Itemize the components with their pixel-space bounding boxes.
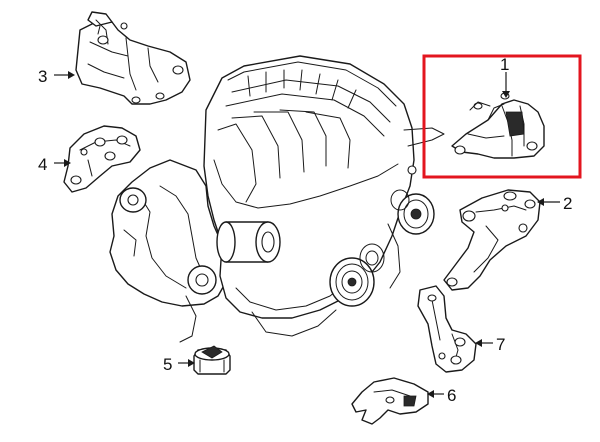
mount-part-6	[351, 377, 429, 425]
mount-part-2	[443, 189, 541, 291]
engine-block	[203, 55, 415, 319]
engine-assembly	[109, 55, 445, 343]
callout-7: 7	[496, 335, 505, 354]
mount-part-1	[451, 92, 545, 159]
callout-5: 5	[163, 355, 172, 374]
callout-6: 6	[447, 386, 456, 405]
callout-labels: 1 2 3 4 5 6 7	[38, 55, 572, 405]
callout-leaders	[54, 71, 560, 398]
mount-part-7	[417, 285, 477, 373]
mount-part-5	[193, 345, 231, 375]
mount-part-3	[75, 11, 191, 105]
callout-4: 4	[38, 155, 47, 174]
highlight-box	[422, 54, 582, 179]
callout-1: 1	[500, 55, 509, 74]
mount-part-4	[63, 125, 141, 193]
callout-2: 2	[563, 194, 572, 213]
callout-3: 3	[38, 67, 47, 86]
